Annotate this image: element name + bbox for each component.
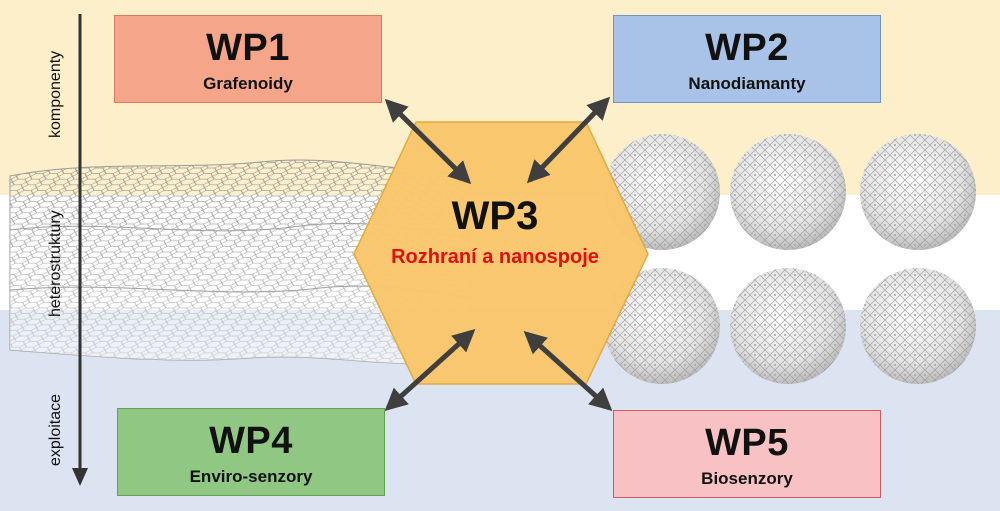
double-arrow-icon — [523, 330, 613, 412]
wp3-label: WP3 Rozhraní a nanospoje — [355, 195, 635, 269]
wp3-subtitle: Rozhraní a nanospoje — [391, 246, 599, 268]
axis-label-exploitace: exploitace — [47, 393, 64, 466]
wp5-box: WP5 Biosenzory — [613, 410, 881, 498]
double-arrow-icon — [526, 96, 611, 184]
double-arrow-icon — [384, 328, 476, 412]
wp2-subtitle: Nanodiamanty — [688, 74, 806, 93]
wp5-title: WP5 — [705, 422, 789, 464]
nanodiamond-cluster-icon — [604, 134, 976, 384]
wp4-subtitle: Enviro-senzory — [189, 467, 313, 486]
graphene-sheet-icon — [9, 159, 471, 365]
down-arrow-icon — [72, 14, 88, 486]
axis-label-komponenty: komponenty — [47, 50, 64, 138]
wp4-box: WP4 Enviro-senzory — [117, 408, 385, 496]
wp5-subtitle: Biosenzory — [701, 469, 793, 488]
wp2-title: WP2 — [705, 27, 789, 69]
double-arrow-icon — [384, 98, 472, 185]
axis-label-heterostruktury: heterostruktury — [47, 210, 64, 317]
wp4-title: WP4 — [209, 420, 293, 462]
wp2-box: WP2 Nanodiamanty — [613, 15, 881, 103]
wp1-subtitle: Grafenoidy — [203, 74, 293, 93]
wp1-title: WP1 — [206, 27, 290, 69]
wp1-box: WP1 Grafenoidy — [114, 15, 382, 103]
wp3-title: WP3 — [451, 194, 539, 238]
